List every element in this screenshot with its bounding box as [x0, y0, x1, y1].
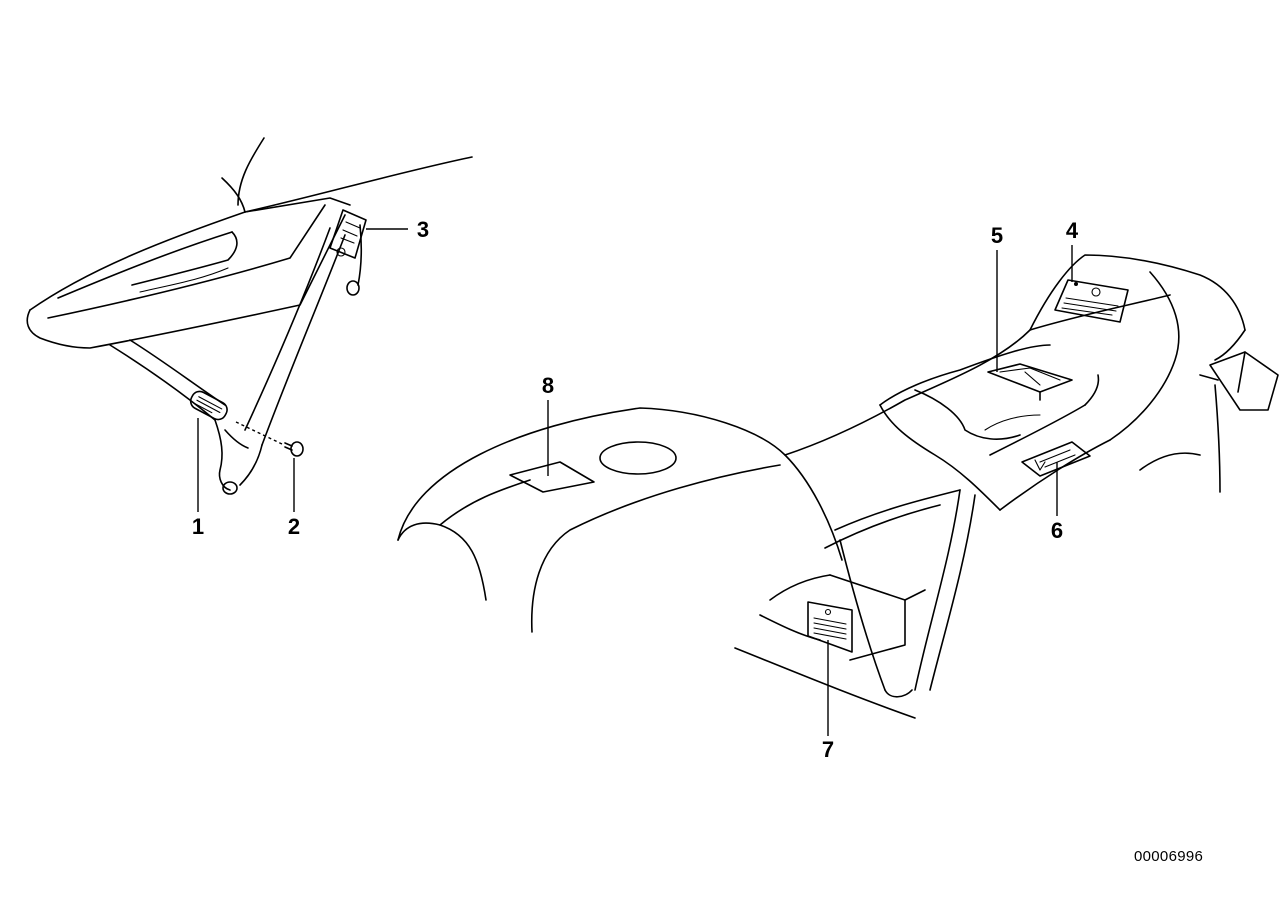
callout-5: 5	[991, 223, 1003, 248]
label-6-plate	[1021, 441, 1091, 477]
screw-2	[235, 421, 304, 457]
callout-8: 8	[542, 373, 554, 398]
label-4-plate	[1054, 279, 1129, 323]
leader-lines	[197, 228, 1073, 736]
label-1-badge	[189, 390, 228, 421]
image-number: 00006996	[1134, 848, 1204, 865]
label-7-plate	[807, 601, 853, 653]
left-assembly-drawing	[26, 137, 473, 495]
callout-1: 1	[192, 514, 204, 539]
label-5-plate	[987, 363, 1073, 401]
callout-3: 3	[417, 217, 429, 242]
callouts: 1 2 3 4 5 6 7 8	[192, 217, 1079, 762]
label-3-plate	[329, 209, 367, 259]
callout-6: 6	[1051, 518, 1063, 543]
callout-4: 4	[1066, 218, 1079, 243]
right-assembly-drawing	[397, 254, 1279, 719]
callout-7: 7	[822, 737, 834, 762]
callout-2: 2	[288, 514, 300, 539]
